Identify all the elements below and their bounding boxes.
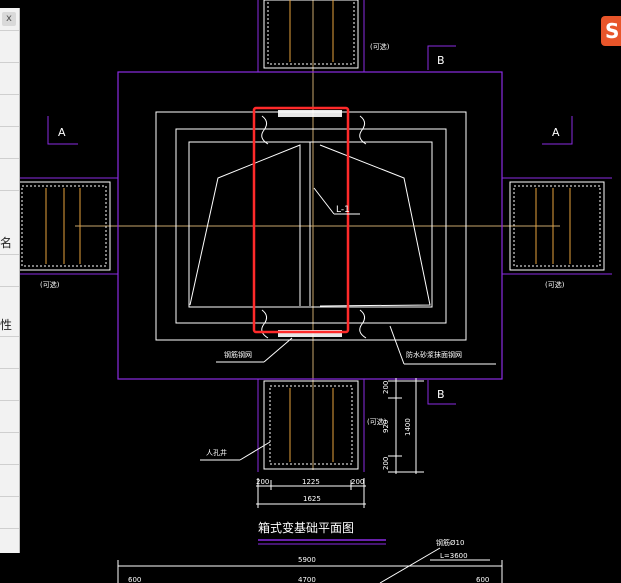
dimension-overall: 5900 600 4700 600 L=3600 钢筋Ø10 — [117, 538, 503, 583]
note-left: (可选) — [40, 280, 60, 289]
note-bottom: (可选) — [367, 417, 387, 426]
panel-tab-properties[interactable]: 性 — [0, 318, 13, 332]
svg-text:1225: 1225 — [302, 478, 320, 486]
svg-text:200: 200 — [256, 478, 269, 486]
svg-text:B: B — [437, 54, 445, 67]
svg-text:200: 200 — [351, 478, 364, 486]
properties-panel: x 名 性 — [0, 8, 20, 553]
panel-divider — [0, 190, 19, 191]
panel-divider — [0, 432, 19, 433]
panel-divider — [0, 158, 19, 159]
panel-divider — [0, 464, 19, 465]
svg-text:200: 200 — [382, 381, 390, 394]
callout-manhole: 人孔井 — [200, 441, 271, 461]
selection-highlight[interactable] — [252, 106, 350, 334]
close-icon[interactable]: x — [2, 12, 16, 26]
beam-tag: L-1 — [313, 187, 360, 215]
panel-divider — [0, 400, 19, 401]
svg-text:钢筋Ø10: 钢筋Ø10 — [436, 538, 464, 547]
dimension-horizontal: 200 1225 200 1625 — [256, 478, 366, 508]
panel-divider — [0, 336, 19, 337]
svg-text:920: 920 — [382, 420, 390, 433]
cable-trench-left: (可选) — [17, 177, 118, 289]
svg-text:L=3600: L=3600 — [440, 552, 468, 560]
svg-text:A: A — [552, 126, 560, 139]
cable-trench-top: (可选) — [257, 0, 390, 72]
svg-text:箱式变基础平面图: 箱式变基础平面图 — [258, 520, 354, 535]
callout-right: 防水砂浆抹面钢网 — [389, 325, 496, 365]
panel-divider — [0, 62, 19, 63]
svg-text:人孔井: 人孔井 — [206, 448, 227, 457]
svg-text:B: B — [437, 388, 445, 401]
drawing-title: 箱式变基础平面图 — [258, 520, 386, 545]
section-marker-b-bottom: B — [427, 380, 456, 405]
panel-divider — [0, 94, 19, 95]
app-logo[interactable]: S — [601, 16, 621, 46]
svg-text:5900: 5900 — [298, 556, 316, 564]
section-marker-b-top: B — [427, 45, 456, 70]
panel-divider — [0, 496, 19, 497]
transformer-outline-right — [319, 144, 431, 307]
svg-text:1400: 1400 — [404, 418, 412, 436]
foundation-outline — [117, 71, 503, 380]
centerlines — [75, 0, 560, 470]
panel-divider — [0, 126, 19, 127]
central-wall — [261, 110, 367, 339]
panel-divider — [0, 528, 19, 529]
note-top: (可选) — [370, 42, 390, 51]
svg-text:600: 600 — [476, 576, 489, 583]
section-marker-a-right: A — [542, 116, 573, 145]
svg-text:防水砂浆抹面钢网: 防水砂浆抹面钢网 — [406, 350, 462, 359]
panel-tab-name[interactable]: 名 — [0, 236, 13, 250]
transformer-outline — [189, 144, 301, 306]
panel-divider — [0, 368, 19, 369]
svg-text:A: A — [58, 126, 66, 139]
cable-trench-bottom: (可选) — [257, 379, 387, 472]
svg-text:200: 200 — [382, 457, 390, 470]
callout-left: 钢筋钢网 — [216, 337, 293, 363]
dimension-vertical: 200 920 200 1400 — [382, 378, 424, 474]
cable-trench-right: (可选) — [502, 177, 612, 289]
note-right: (可选) — [545, 280, 565, 289]
svg-text:钢筋钢网: 钢筋钢网 — [224, 350, 252, 359]
svg-text:600: 600 — [128, 576, 141, 583]
beam-tag-label: L-1 — [336, 205, 350, 215]
panel-divider — [0, 286, 19, 287]
panel-divider — [0, 254, 19, 255]
svg-text:1625: 1625 — [303, 495, 321, 503]
panel-divider — [0, 30, 19, 31]
svg-text:4700: 4700 — [298, 576, 316, 583]
section-marker-a-left: A — [47, 116, 78, 145]
